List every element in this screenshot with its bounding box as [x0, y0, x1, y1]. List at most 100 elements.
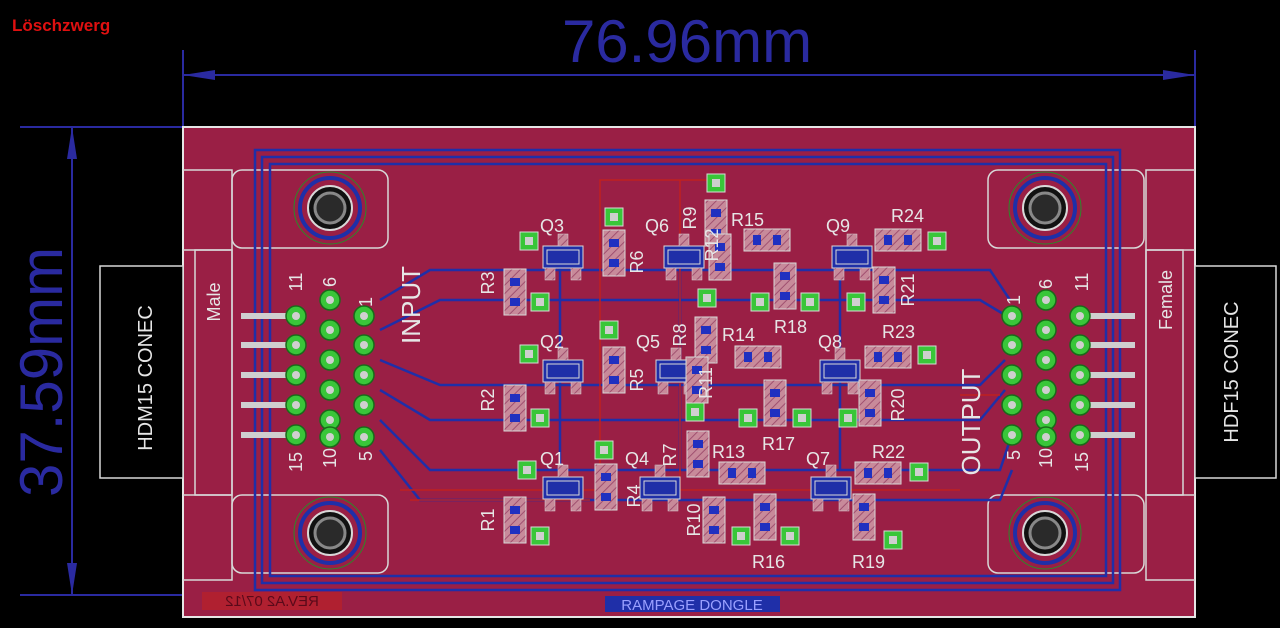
mounting-holes — [231, 169, 1145, 574]
resistor-r17 — [763, 379, 787, 427]
left-pin-label-1: 1 — [356, 297, 376, 307]
height-dimension-label: 37.59mm — [8, 247, 75, 497]
revision-label: REV.A2 07/12 — [225, 593, 319, 610]
resistor-label-r11: R11 — [696, 367, 716, 399]
revision-plate — [202, 592, 342, 610]
via-pad — [838, 408, 858, 428]
header-pin — [1001, 305, 1023, 327]
resistor-label-r12: R12 — [702, 228, 722, 261]
resistor-r12 — [708, 233, 732, 281]
header-pin — [319, 289, 341, 311]
mounting-hole — [987, 169, 1145, 249]
author-label: Löschzwerg — [12, 16, 111, 35]
resistor-label-r4: R4 — [624, 484, 644, 507]
header-pin — [353, 305, 375, 327]
via-pad — [738, 408, 758, 428]
via-pad — [883, 530, 903, 550]
header-pin — [1069, 424, 1135, 446]
header-pin — [319, 319, 341, 341]
via-pad — [792, 408, 812, 428]
transistor-q7 — [810, 464, 852, 512]
resistor-label-r14: R14 — [722, 325, 755, 345]
connector-body-outlines — [194, 249, 1184, 496]
header-pin — [353, 334, 375, 356]
width-dimension-label: 76.96mm — [562, 8, 812, 75]
resistor-r15 — [743, 228, 791, 252]
header-pin — [353, 426, 375, 448]
resistor-r2 — [503, 384, 527, 432]
left-pin-labels: 11 6 1 15 10 5 — [286, 273, 376, 472]
header-pin — [1035, 349, 1057, 371]
transistor-label-q9: Q9 — [826, 216, 850, 236]
right-pin-label-15: 15 — [1072, 452, 1092, 472]
via-pad — [599, 320, 619, 340]
via-pad — [530, 408, 550, 428]
resistor-label-r10: R10 — [684, 503, 704, 536]
resistor-label-r6: R6 — [627, 250, 647, 273]
resistor-label-r7: R7 — [660, 443, 680, 466]
resistor-r14 — [734, 345, 782, 369]
mounting-hole — [231, 169, 389, 249]
right-pin-label-11: 11 — [1072, 273, 1092, 292]
width-dimension: 76.96mm — [182, 8, 1196, 128]
transistor-label-q5: Q5 — [636, 332, 660, 352]
resistor-label-r18: R18 — [774, 317, 807, 337]
header-pin — [241, 394, 307, 416]
resistor-label-r3: R3 — [478, 271, 498, 294]
header-pin — [1035, 289, 1057, 311]
header-pin — [241, 364, 307, 386]
via-pad — [604, 207, 624, 227]
resistor-r7 — [686, 430, 710, 478]
left-pin-label-10: 10 — [320, 448, 340, 468]
transistor-label-q4: Q4 — [625, 449, 649, 469]
via-pad — [697, 288, 717, 308]
resistor-label-r17: R17 — [762, 434, 795, 454]
via-pad — [731, 526, 751, 546]
header-pin — [1001, 364, 1023, 386]
header-pin — [1035, 319, 1057, 341]
resistor-r20 — [858, 379, 882, 427]
via-pad — [517, 460, 537, 480]
transistor-q9 — [831, 233, 873, 281]
resistor-label-r15: R15 — [731, 210, 764, 230]
right-gender-label: Female — [1156, 270, 1176, 330]
via-pad — [750, 292, 770, 312]
right-pin-label-10: 10 — [1036, 448, 1056, 468]
height-dimension: 37.59mm — [8, 126, 183, 596]
resistor-r23 — [864, 345, 912, 369]
transistor-label-q3: Q3 — [540, 216, 564, 236]
header-pin — [241, 424, 307, 446]
header-pin — [353, 394, 375, 416]
resistor-label-r5: R5 — [627, 368, 647, 391]
resistor-r3 — [503, 268, 527, 316]
resistor-r16 — [753, 493, 777, 541]
via-pad — [909, 462, 929, 482]
resistor-r1 — [503, 496, 527, 544]
via-pad — [846, 292, 866, 312]
header-pin — [241, 305, 307, 327]
left-header-pins — [241, 289, 375, 448]
via-pad — [780, 526, 800, 546]
via-pad — [519, 344, 539, 364]
resistor-label-r23: R23 — [882, 322, 915, 342]
resistor-r4 — [594, 463, 618, 511]
left-pin-label-6: 6 — [320, 277, 340, 287]
resistor-r13 — [718, 461, 766, 485]
mounting-hole — [987, 494, 1145, 574]
transistor-label-q2: Q2 — [540, 332, 564, 352]
resistor-label-r2: R2 — [478, 388, 498, 411]
resistor-r18 — [773, 262, 797, 310]
resistor-label-r19: R19 — [852, 552, 885, 572]
right-pin-label-1: 1 — [1004, 295, 1024, 305]
resistor-r24 — [874, 228, 922, 252]
resistor-label-r20: R20 — [888, 388, 908, 421]
via-pad — [530, 526, 550, 546]
via-pad — [927, 231, 947, 251]
components: Q1Q2Q3Q4Q5Q6Q7Q8Q9R1R2R3R4R5R6R7R8R9R10R… — [478, 173, 947, 572]
header-pin — [319, 349, 341, 371]
header-pin — [319, 379, 341, 401]
header-pin — [1069, 305, 1135, 327]
header-pin — [1001, 394, 1023, 416]
